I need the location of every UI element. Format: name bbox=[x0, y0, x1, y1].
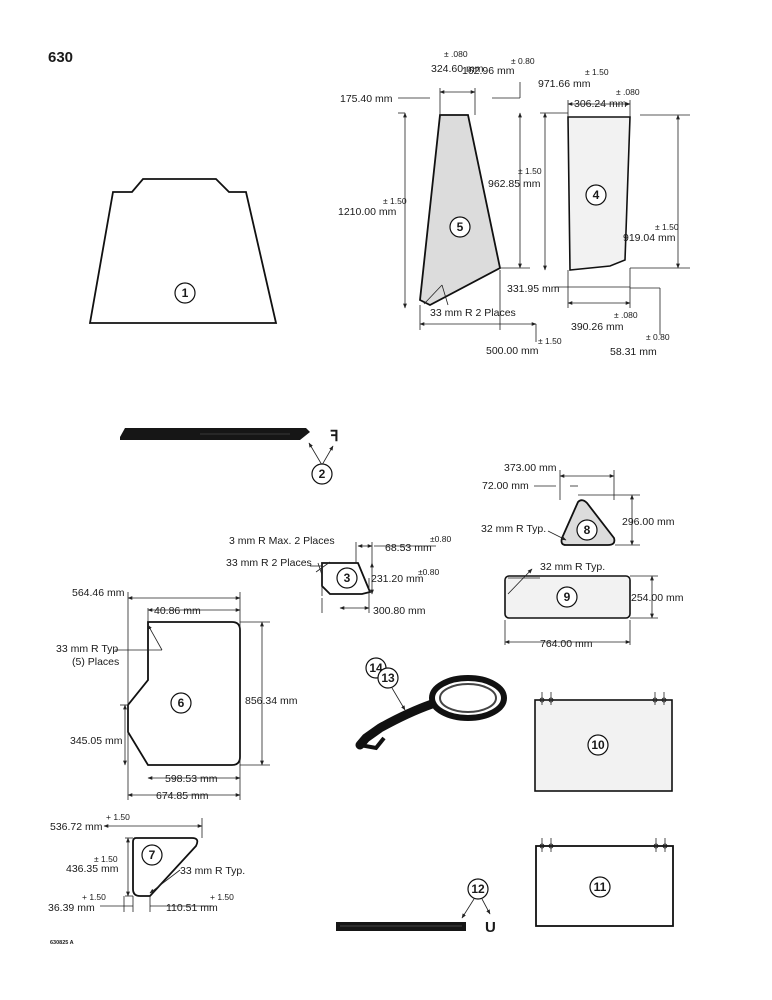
part-4-dim-390-26: 390.26 mm bbox=[571, 321, 624, 333]
part-5-callout-label: 5 bbox=[457, 220, 464, 234]
part-3-dim-231-20: 231.20 mm bbox=[371, 573, 424, 585]
part-5-dim-33mm-r: 33 mm R 2 Places bbox=[430, 307, 516, 319]
part-6-window[interactable]: 6 564.46 mm 40.86 mm 33 mm R Typ (5) Pla… bbox=[56, 587, 298, 802]
part-3-window[interactable]: 3 3 mm R Max. 2 Places 33 mm R 2 Places … bbox=[226, 534, 451, 617]
part-7-dim-36-39: 36.39 mm bbox=[48, 902, 95, 914]
part-8-callout-label: 8 bbox=[584, 523, 591, 537]
part-8-dim-373-00: 373.00 mm bbox=[504, 462, 557, 474]
part-12-seal-strip[interactable]: U 12 bbox=[336, 878, 496, 936]
part-4-tol-4: ± .080 bbox=[614, 310, 638, 320]
part-3-callout-label: 3 bbox=[344, 571, 351, 585]
page-number: 630 bbox=[48, 49, 73, 66]
part-4-tol-5: ± 0.80 bbox=[646, 332, 670, 342]
part-4-window[interactable]: 4 971.66 mm 306.24 mm 919.04 mm 331.95 m… bbox=[507, 67, 690, 358]
figure-code: 630825 A bbox=[50, 940, 74, 946]
part-6-dim-5-places: (5) Places bbox=[72, 656, 119, 668]
part-7-tol-2: ± 1.50 bbox=[94, 854, 118, 864]
part-8-dim-72-00: 72.00 mm bbox=[482, 480, 529, 492]
part-9-callout-label: 9 bbox=[564, 590, 571, 604]
part-5-dim-162-96: 162.96 mm bbox=[462, 65, 515, 77]
part-3-tol-1: ±0.80 bbox=[430, 534, 451, 544]
part-3-dim-33mm-r: 33 mm R 2 Places bbox=[226, 557, 312, 569]
part-5-tol-3: ± 1.50 bbox=[383, 196, 407, 206]
part-5-tol-4: ± 1.50 bbox=[518, 166, 542, 176]
part-4-tol-1: ± 1.50 bbox=[585, 67, 609, 77]
part-6-dim-33mm-r: 33 mm R Typ bbox=[56, 643, 118, 655]
part-13-callout-label: 13 bbox=[381, 671, 395, 685]
part-5-tol-5: ± 1.50 bbox=[538, 336, 562, 346]
part-4-callout-label: 4 bbox=[593, 188, 600, 202]
part-9-window[interactable]: 9 32 mm R Typ. 254.00 mm 764.00 mm bbox=[504, 561, 684, 650]
part-10-callout-label: 10 bbox=[591, 738, 605, 752]
part-7-callout-label: 7 bbox=[149, 848, 156, 862]
part-6-dim-598-53: 598.53 mm bbox=[165, 773, 218, 785]
part-6-dim-345-05: 345.05 mm bbox=[70, 735, 123, 747]
part-8-dim-32mm-r: 32 mm R Typ. bbox=[481, 523, 546, 535]
part-4-dim-306-24: 306.24 mm bbox=[574, 98, 627, 110]
part-7-dim-110-51: 110.51 mm bbox=[166, 902, 218, 914]
part-7-tol-1: + 1.50 bbox=[106, 812, 130, 822]
part-6-dim-40-86: 40.86 mm bbox=[154, 605, 201, 617]
part-7-tol-4: + 1.50 bbox=[210, 892, 234, 902]
part-5-dim-324-60: 324.60 mm bbox=[431, 63, 484, 75]
part-1-window-panel[interactable]: 1 bbox=[88, 178, 278, 324]
part-2-seal-strip[interactable]: ꟻ 2 bbox=[120, 428, 339, 485]
part-14-callout-label: 14 bbox=[369, 661, 383, 675]
part-7-window[interactable]: 7 536.72 mm 436.35 mm 33 mm R Typ. 36.39… bbox=[48, 812, 245, 914]
part-5-dim-175-40: 175.40 mm bbox=[340, 93, 393, 105]
part-7-dim-536-72: 536.72 mm bbox=[50, 821, 103, 833]
part-4-dim-331-95: 331.95 mm bbox=[507, 283, 560, 295]
part-9-dim-764-00: 764.00 mm bbox=[540, 638, 593, 650]
part-10-panel[interactable]: 10 bbox=[534, 692, 673, 792]
part-12-profile-icon: U bbox=[485, 919, 496, 936]
part-2-profile-icon: ꟻ bbox=[330, 428, 339, 445]
part-12-callout-label: 12 bbox=[471, 882, 485, 896]
part-4-dim-919-04: 919.04 mm bbox=[623, 232, 676, 244]
part-6-callout-label: 6 bbox=[178, 696, 185, 710]
part-3-dim-3mm-r: 3 mm R Max. 2 Places bbox=[229, 535, 335, 547]
part-7-dim-436-35: 436.35 mm bbox=[66, 863, 119, 875]
part-4-tol-2: ± .080 bbox=[616, 87, 640, 97]
part-6-dim-564-46: 564.46 mm bbox=[72, 587, 125, 599]
part-4-dim-58-31: 58.31 mm bbox=[610, 346, 657, 358]
part-5-tol-1: ± .080 bbox=[444, 49, 468, 59]
part-5-dim-500-00: 500.00 mm bbox=[486, 345, 539, 357]
part-9-dim-32mm-r: 32 mm R Typ. bbox=[540, 561, 605, 573]
part-3-tol-2: ±0.80 bbox=[418, 567, 439, 577]
part-3-dim-68-53: 68.53 mm bbox=[385, 542, 432, 554]
part-1-callout-label: 1 bbox=[182, 286, 189, 300]
part-8-dim-296-00: 296.00 mm bbox=[622, 516, 675, 528]
part-6-dim-856-34: 856.34 mm bbox=[245, 695, 298, 707]
part-5-window[interactable]: 5 324.60 mm 162.96 mm 175.40 mm 1210.00 … bbox=[338, 49, 562, 357]
part-7-tol-3: + 1.50 bbox=[82, 892, 106, 902]
part-11-callout-label: 11 bbox=[594, 880, 607, 894]
part-6-dim-674-85: 674.85 mm bbox=[156, 790, 209, 802]
part-4-tol-3: ± 1.50 bbox=[655, 222, 679, 232]
part-11-panel[interactable]: 11 bbox=[535, 838, 674, 927]
part-5-dim-962-85: 962.85 mm bbox=[488, 178, 541, 190]
part-3-dim-300-80: 300.80 mm bbox=[373, 605, 426, 617]
part-4-dim-971-66: 971.66 mm bbox=[538, 78, 591, 90]
part-9-dim-254-00: 254.00 mm bbox=[631, 592, 684, 604]
part-5-tol-2: ± 0.80 bbox=[511, 56, 535, 66]
part-8-window[interactable]: 8 373.00 mm 72.00 mm 32 mm R Typ. 296.00… bbox=[481, 462, 675, 546]
part-7-dim-33mm-r: 33 mm R Typ. bbox=[180, 865, 245, 877]
part-2-callout-label: 2 bbox=[319, 467, 326, 481]
part-5-dim-1210-00: 1210.00 mm bbox=[338, 206, 397, 218]
part-13-14-seal-coil[interactable]: 14 13 bbox=[355, 657, 507, 751]
